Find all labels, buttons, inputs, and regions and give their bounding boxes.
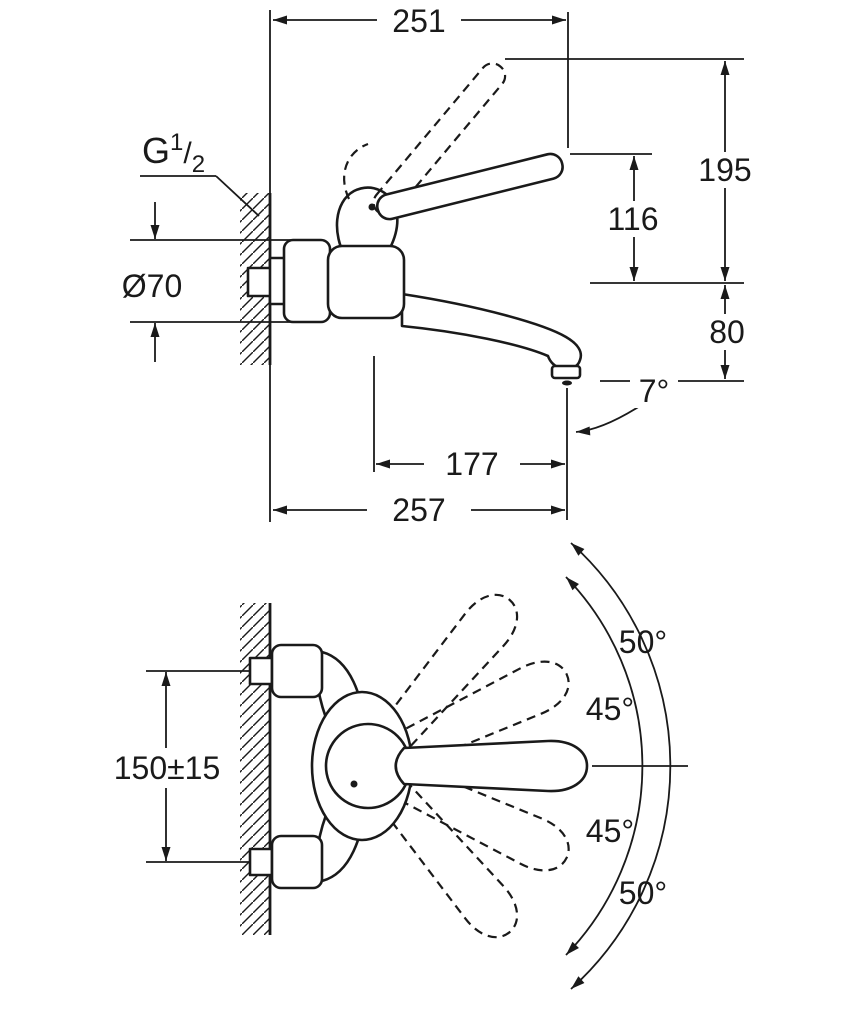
- dim-label-251: 251: [377, 3, 461, 39]
- label-bg: [683, 152, 767, 188]
- temp-indicator-dot: [350, 780, 358, 788]
- dim-label-80: 80: [697, 314, 757, 350]
- lever-neck-raised-dashed: [343, 142, 369, 200]
- dia-70-label: Ø70: [122, 268, 182, 304]
- dim-80-label: 80: [709, 314, 745, 350]
- escutcheon-side: [282, 238, 332, 324]
- dim-177-label: 177: [445, 446, 498, 482]
- label-bg: [424, 446, 520, 482]
- aerator-tip: [562, 380, 572, 386]
- angle-upper-inner-label: 45°: [586, 691, 634, 727]
- dim-label-195: 195: [683, 152, 767, 188]
- angle-upper-outer-label: 50°: [619, 624, 667, 660]
- top-view: 150±15 50° 45° 45° 50°: [96, 542, 688, 990]
- dim-label-dia70: Ø70: [108, 266, 196, 306]
- supply-connection: [246, 266, 274, 298]
- lever-handle: [373, 150, 567, 223]
- thread-denominator: 2: [192, 151, 205, 178]
- temp-indicator-dot: [368, 203, 376, 211]
- dim-label-116: 116: [591, 201, 675, 237]
- label-bg: [377, 3, 461, 37]
- angle-label-7: 7°: [630, 373, 678, 409]
- lower-escutcheon: [270, 834, 324, 890]
- angle-lower-inner-label: 45°: [586, 813, 634, 849]
- angle-lower-outer-label: 50°: [619, 875, 667, 911]
- thread-size-label: G1/2: [142, 129, 205, 178]
- mixer-body-side: [326, 244, 406, 320]
- thread-slash: /: [183, 137, 192, 170]
- dim-116-label: 116: [607, 201, 658, 237]
- dim-257-label: 257: [392, 492, 445, 528]
- dim-label-257: 257: [367, 492, 471, 528]
- swivel-arc-inner: [565, 576, 644, 956]
- label-bg: [96, 748, 238, 788]
- lever-handle-plan: [394, 739, 589, 793]
- label-bg: [367, 492, 471, 528]
- thread-leader-line: [215, 175, 260, 217]
- upper-escutcheon: [270, 643, 324, 699]
- dim-label-177: 177: [424, 446, 520, 482]
- label-bg: [591, 201, 675, 237]
- angle-7-label: 7°: [639, 373, 670, 409]
- dim-150-label: 150±15: [114, 750, 221, 786]
- dim-251-label: 251: [392, 3, 445, 39]
- thread-numerator: 1: [170, 129, 183, 156]
- label-bg: [630, 374, 678, 408]
- upper-supply-connection: [248, 656, 274, 686]
- wall-hatch: [240, 603, 270, 935]
- thread-g: G: [142, 130, 170, 171]
- dim-label-150: 150±15: [96, 748, 238, 788]
- label-bg: [108, 266, 196, 306]
- angle-7-leader-arrow: [575, 405, 641, 436]
- aerator: [550, 364, 582, 380]
- dim-195-label: 195: [698, 152, 751, 188]
- lower-supply-connection: [248, 847, 274, 877]
- swivel-arc-outer: [570, 542, 672, 990]
- spout: [400, 292, 583, 371]
- side-view: 251 195 116 80 7° 177 257 Ø70: [108, 3, 767, 528]
- label-bg: [697, 314, 757, 350]
